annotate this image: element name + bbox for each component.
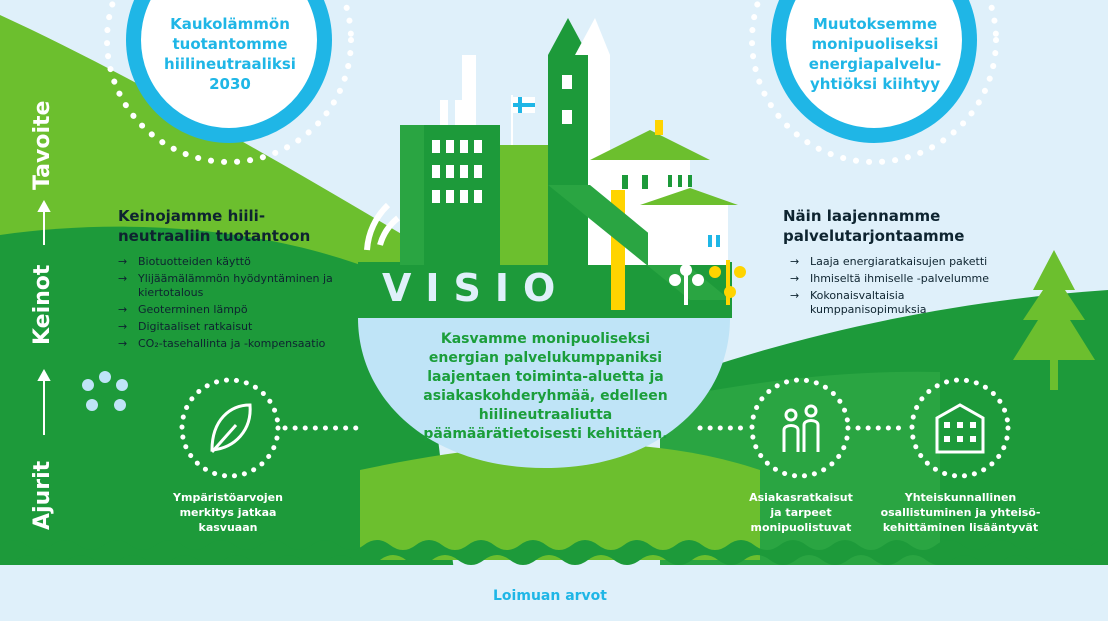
driver-circle-middle xyxy=(749,377,851,479)
list-item: → CO₂-tasehallinta ja -kompensaatio xyxy=(118,337,358,351)
goal-circle-right xyxy=(749,0,999,165)
tree-vision xyxy=(669,260,746,305)
building-icon xyxy=(935,403,985,454)
arrow-icon: → xyxy=(790,289,800,302)
axis-label-goal: Tavoite xyxy=(30,100,55,190)
list-item: → Biotuotteiden käyttö xyxy=(118,255,358,269)
list-item-text: Digitaaliset ratkaisut xyxy=(138,320,253,333)
list-item: → Ihmiseltä ihmiselle -palvelumme xyxy=(790,272,1020,286)
list-item: → Digitaaliset ratkaisut xyxy=(118,320,358,334)
axis-arrows xyxy=(37,199,51,435)
left-means-title-line2: neutraaliin tuotantoon xyxy=(118,227,311,245)
right-means-list: → Laaja energiaratkaisujen paketti → Ihmis… xyxy=(790,255,1020,320)
goal-right-text: Muutoksemme monipuoliseksi energiapalvel… xyxy=(808,15,942,93)
arrow-icon: → xyxy=(790,255,800,268)
list-item-text: Kokonaisvaltaisia kumppanisopimuksia xyxy=(810,289,927,316)
lower-light-field xyxy=(360,443,760,560)
list-item-text: Biotuotteiden käyttö xyxy=(138,255,251,268)
footer-values-link[interactable]: Loimuan arvot xyxy=(493,588,607,604)
arrow-icon: → xyxy=(118,337,128,350)
list-item-text: Laaja energiaratkaisujen paketti xyxy=(810,255,988,268)
list-item: → Ylijäämälämmön hyödyntäminen ja kiertot… xyxy=(118,272,358,300)
right-means-title-line2: palvelutarjontaamme xyxy=(783,227,965,245)
footer-band xyxy=(0,565,1108,621)
list-item-text: Ihmiseltä ihmiselle -palvelumme xyxy=(810,272,990,285)
driver-text-customers: Asiakasratkaisut ja tarpeet monipuolistu… xyxy=(749,491,853,534)
arrow-icon: → xyxy=(118,320,128,333)
list-item: → Kokonaisvaltaisia kumppanisopimuksia xyxy=(790,289,1020,317)
left-means-title-line1: Keinojamme hiili- xyxy=(118,207,266,225)
list-item: → Geoterminen lämpö xyxy=(118,303,358,317)
right-means-title-line1: Näin laajennamme xyxy=(783,207,941,225)
wave-band xyxy=(0,540,1108,565)
people-icon xyxy=(782,404,820,452)
arrow-icon: → xyxy=(790,272,800,285)
axis-label-means: Keinot xyxy=(30,264,55,345)
list-item-text: CO₂-tasehallinta ja -kompensaatio xyxy=(138,337,326,350)
vision-label: VISIO xyxy=(382,266,570,310)
goal-left-text: Kaukolämmön tuotantomme hiilineutraaliks… xyxy=(164,15,296,93)
arrow-icon: → xyxy=(118,272,128,285)
pine-tree xyxy=(1013,250,1095,390)
driver-text-environment: Ympäristöarvojen merkitys jatkaa kasvuaa… xyxy=(173,491,283,534)
left-hill-dark xyxy=(0,226,460,621)
tree-left xyxy=(82,371,128,435)
driver-circle-left xyxy=(179,377,281,479)
list-item: → Laaja energiaratkaisujen paketti xyxy=(790,255,1020,269)
driver-text-community: Yhteiskunnallinen osallistuminen ja yhte… xyxy=(880,491,1041,534)
axis-label-drivers: Ajurit xyxy=(30,460,55,530)
list-item-text: Geoterminen lämpö xyxy=(138,303,248,316)
leaf-icon xyxy=(210,403,252,453)
vision-bowl xyxy=(358,202,732,468)
left-means-list: → Biotuotteiden käyttö → Ylijäämälämmön hy… xyxy=(118,255,358,354)
arrow-icon: → xyxy=(118,255,128,268)
left-means-title: Keinojamme hiili- neutraaliin tuotantoon xyxy=(118,206,338,246)
goal-circle-left xyxy=(104,0,354,165)
buildings xyxy=(400,18,738,310)
list-item-text: Ylijäämälämmön hyödyntäminen ja kiertota… xyxy=(138,272,333,299)
vision-text: Kasvamme monipuoliseksi energian palvelu… xyxy=(423,331,668,442)
arrow-icon: → xyxy=(118,303,128,316)
right-means-title: Näin laajennamme palvelutarjontaamme xyxy=(783,206,1003,246)
driver-circle-right xyxy=(909,377,1011,479)
